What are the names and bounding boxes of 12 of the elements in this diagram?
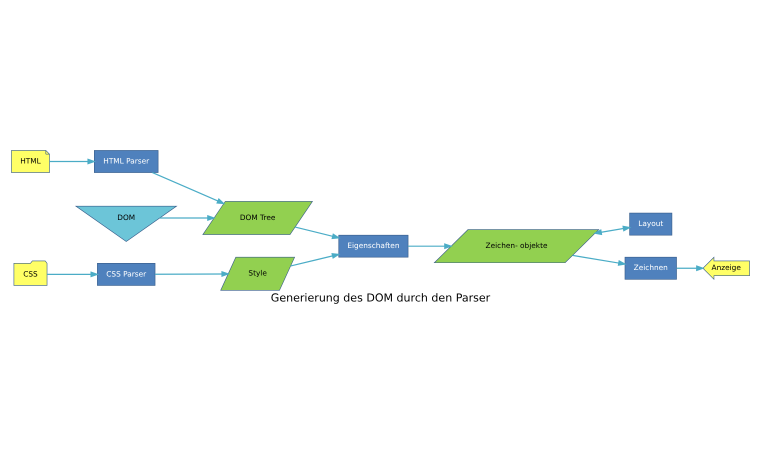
arrow: [159, 214, 216, 221]
arrow: [572, 254, 626, 266]
arrow: [294, 226, 340, 240]
arrow: [49, 158, 96, 165]
arrow: [676, 265, 704, 272]
arrow: [408, 243, 452, 250]
caption: Generierung des DOM durch den Parser: [270, 292, 490, 305]
arrow: [152, 172, 225, 204]
arrow: [592, 226, 631, 236]
arrow: [154, 270, 230, 277]
arrow: [46, 271, 99, 278]
arrow: [290, 253, 340, 267]
